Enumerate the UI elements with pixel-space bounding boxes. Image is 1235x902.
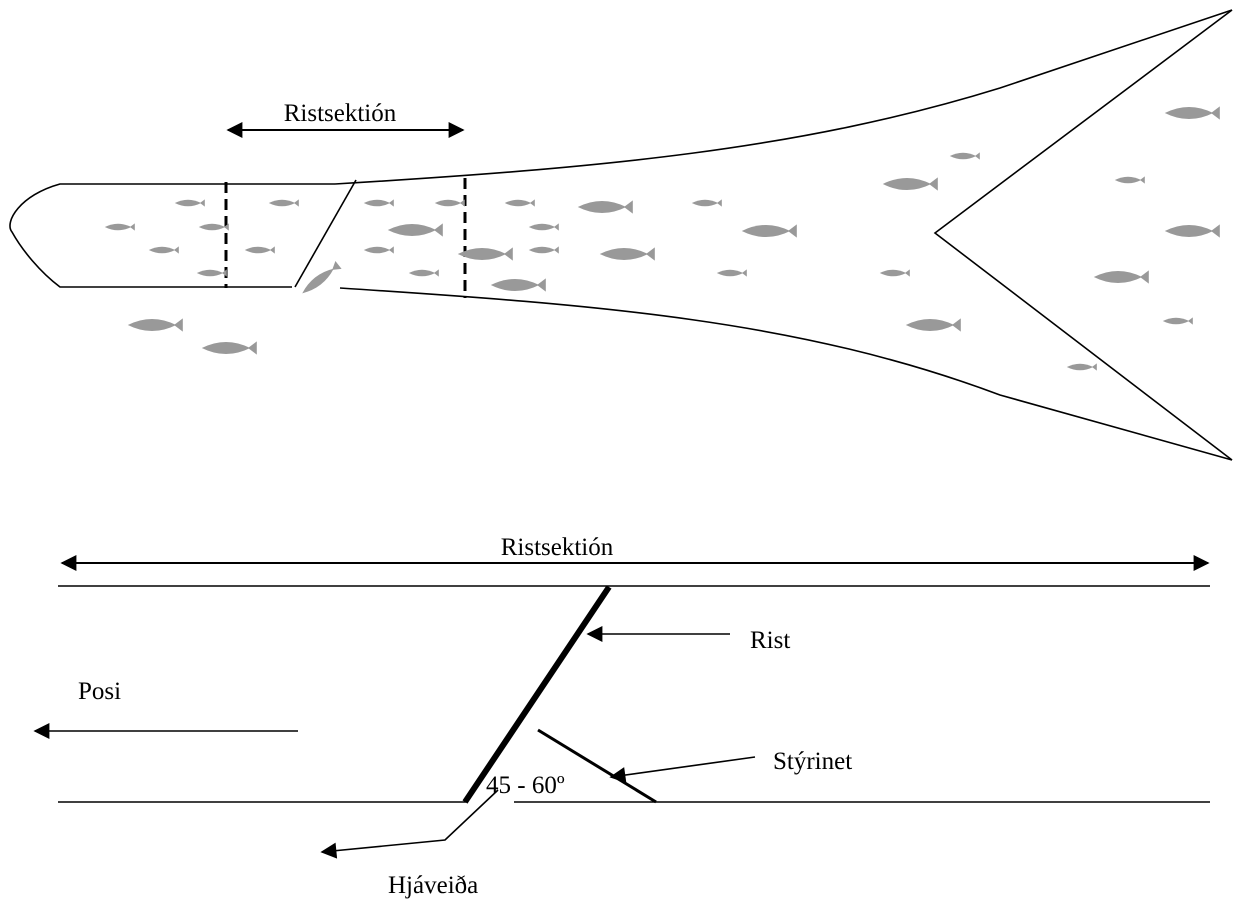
fish-icon (363, 246, 394, 254)
escaping-fish-icon (302, 261, 342, 294)
fish-icon (599, 247, 655, 261)
fish-icon (1114, 176, 1145, 184)
guide-net-pointer-arrow (609, 756, 756, 783)
bycatch-label: Hjáveiða (388, 872, 478, 899)
grid-section-divider (294, 179, 357, 288)
direction-label: Posi (78, 678, 121, 705)
fish-school (104, 106, 1220, 371)
fish-icon (268, 199, 299, 207)
top-section-label: Ristsektión (284, 100, 397, 127)
fish-icon (577, 200, 633, 214)
fish-icon (949, 152, 980, 160)
net-lower-edge (339, 287, 1233, 461)
fish-icon (408, 269, 439, 277)
fish-icon (490, 278, 546, 292)
fish-icon (528, 223, 559, 231)
grid-label: Rist (750, 627, 790, 654)
fish-icon (504, 199, 535, 207)
fish-icon (879, 269, 910, 277)
fish-icon (148, 246, 179, 254)
angle-label: 45 - 60º (486, 772, 565, 799)
fish-icon (201, 341, 257, 355)
fish-icon (387, 223, 443, 237)
codend-outline (9, 183, 335, 288)
side-view: Ristsektión Rist Posi Stýrinet 45 - 60º … (33, 534, 1210, 899)
fish-icon (1066, 363, 1097, 371)
fish-icon (457, 247, 513, 261)
sorting-grid (462, 585, 612, 804)
fish-icon (1164, 224, 1220, 238)
fish-icon (716, 269, 747, 277)
bycatch-arrow (320, 789, 499, 859)
fish-icon (882, 177, 938, 191)
fish-icon (127, 318, 183, 332)
fish-icon (741, 224, 797, 238)
fish-icon (174, 199, 205, 207)
trawl-net-outline (9, 9, 1233, 461)
fish-icon (1164, 106, 1220, 120)
net-mouth (933, 9, 1233, 461)
fish-icon (244, 246, 275, 254)
fish-icon (528, 246, 559, 254)
fish-icon (363, 199, 394, 207)
fish-icon (198, 223, 229, 231)
guide-net-label: Stýrinet (773, 748, 852, 775)
fish-icon (434, 199, 465, 207)
fish-icon (196, 269, 227, 277)
net-upper-edge (334, 9, 1233, 185)
fish-icon (1093, 270, 1149, 284)
fish-icon (691, 199, 722, 207)
fish-icon (1162, 317, 1193, 325)
top-view: Ristsektión (9, 9, 1233, 461)
fish-icon (905, 318, 961, 332)
guide-net (537, 728, 657, 804)
side-section-label: Ristsektión (501, 534, 614, 561)
fish-icon (104, 223, 135, 231)
